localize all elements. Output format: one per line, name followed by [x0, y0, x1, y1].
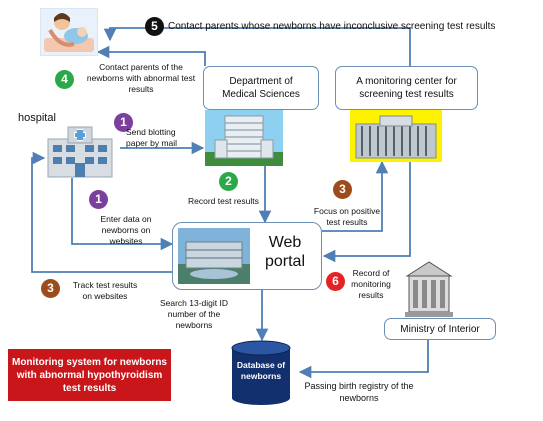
- caption-box: Monitoring system for newborns with abno…: [8, 349, 171, 401]
- step-1b-text: Enter data on newborns on websites: [100, 214, 152, 246]
- dept-box: Department of Medical Sciences: [203, 66, 319, 110]
- web-portal-label: Web portal: [264, 234, 306, 270]
- search-text: Search 13-digit ID number of the newborn…: [159, 298, 229, 330]
- step-6-text: Record of monitoring results: [351, 268, 391, 300]
- step-3a-badge: 3: [333, 180, 352, 199]
- step-2-text: Record test results: [188, 196, 259, 206]
- step-1a-text: Send blotting paper by mail: [126, 127, 178, 148]
- arrow-center-to-portal: [322, 162, 411, 263]
- arrow-portal-to-hospital: [31, 151, 172, 273]
- hospital-label: hospital: [18, 112, 56, 124]
- arrow-center-to-parents: [103, 27, 411, 74]
- step-2-badge: 2: [219, 172, 238, 191]
- database-cylinder: [231, 340, 291, 405]
- step-1b-badge: 1: [89, 190, 108, 209]
- web-portal-node: Web portal: [172, 222, 322, 290]
- step-5-text: Contact parents whose newborns have inco…: [168, 21, 496, 32]
- web-portal-building-picture: [178, 228, 250, 284]
- step-1a-badge: 1: [114, 113, 133, 132]
- arrow-ministry-to-database: [298, 338, 429, 379]
- step-6-badge: 6: [326, 272, 345, 291]
- monitoring-center-building-picture: [350, 110, 442, 162]
- arrow-portal-to-center: [322, 160, 389, 232]
- step-4-text: Contact parents of the newborns with abn…: [86, 62, 196, 94]
- step-5-badge: 5: [145, 17, 164, 36]
- center-box: A monitoring center for screening test r…: [335, 66, 478, 110]
- arrow-dept-to-parents: [96, 45, 206, 66]
- step-3a-text: Focus on positive test results: [313, 206, 381, 227]
- department-building-picture: [205, 110, 283, 166]
- step-4-badge: 4: [55, 70, 74, 89]
- step-3b-badge: 3: [41, 279, 60, 298]
- arrow-hospital-to-portal: [71, 178, 174, 251]
- birth-registry-text: Passing birth registry of the newborns: [304, 381, 414, 403]
- step-3b-text: Track test results on websites: [72, 280, 138, 301]
- ministry-box: Ministry of Interior: [384, 318, 496, 340]
- mother-baby-picture: [40, 8, 98, 56]
- ministry-building-picture: [405, 261, 453, 317]
- database-label: Database of newborns: [236, 360, 286, 381]
- hospital-building-picture: [47, 126, 113, 178]
